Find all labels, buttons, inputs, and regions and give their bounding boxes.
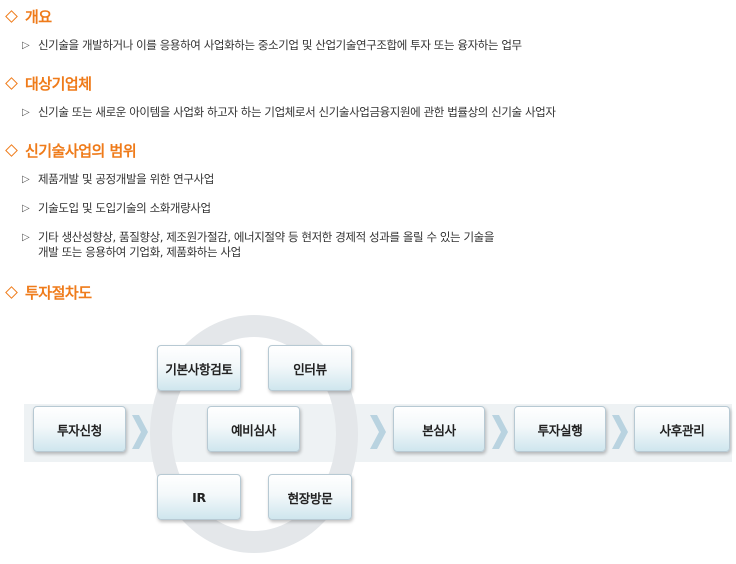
triangle-right-outline-icon: ▷	[22, 203, 30, 214]
step-main-review: 본심사	[393, 406, 485, 452]
diamond-outline-icon	[5, 77, 18, 90]
step-basic-review: 기본사항검토	[157, 345, 241, 391]
triangle-right-outline-icon: ▷	[22, 174, 30, 185]
diamond-outline-icon	[5, 286, 18, 299]
diamond-outline-icon	[5, 10, 18, 23]
list-item: ▷ 신기술 또는 새로운 아이템을 사업화 하고자 하는 기업체로서 신기술사업…	[22, 105, 556, 119]
section-title-scope: 신기술사업의 범위	[4, 140, 137, 161]
list-item: ▷ 신기술을 개발하거나 이를 응용하여 사업화하는 중소기업 및 산업기술연구…	[22, 38, 522, 52]
step-ir: IR	[157, 474, 241, 520]
triangle-right-outline-icon: ▷	[22, 40, 30, 51]
step-interview: 인터뷰	[268, 345, 352, 391]
list-item: ▷ 제품개발 및 공정개발을 위한 연구사업	[22, 172, 214, 186]
chevron-right-icon	[612, 415, 628, 449]
section-title-process: 투자절차도	[4, 282, 92, 303]
section-title-overview: 개요	[4, 6, 52, 27]
diamond-outline-icon	[5, 144, 18, 157]
list-item: ▷ 기타 생산성향상, 품질향상, 제조원가절감, 에너지절약 등 현저한 경제…	[22, 230, 495, 259]
chevron-right-icon	[132, 415, 148, 449]
step-preliminary-review: 예비심사	[207, 406, 300, 452]
step-apply: 투자신청	[33, 406, 126, 452]
list-item: ▷ 기술도입 및 도입기술의 소화개량사업	[22, 201, 211, 215]
step-execute: 투자실행	[514, 406, 606, 452]
section-title-target: 대상기업체	[4, 73, 92, 94]
chevron-right-icon	[492, 415, 508, 449]
triangle-right-outline-icon: ▷	[22, 107, 30, 118]
triangle-right-outline-icon: ▷	[22, 232, 30, 243]
chevron-right-icon	[370, 415, 386, 449]
step-post-management: 사후관리	[634, 406, 730, 452]
step-site-visit: 현장방문	[268, 474, 352, 520]
